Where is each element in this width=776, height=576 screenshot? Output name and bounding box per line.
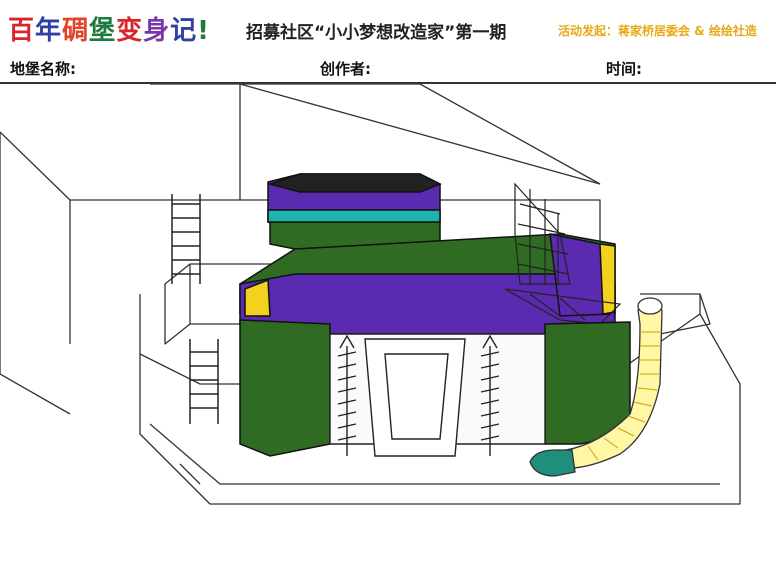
organizer: 活动发起：蒋家桥居委会 & 绘绘社造 bbox=[558, 24, 757, 38]
left-wall bbox=[0, 132, 71, 415]
brand-bang: ! bbox=[197, 16, 210, 46]
header: 百年碉堡变身记! 招募社区“小小梦想改造家”第一期 活动发起：蒋家桥居委会 & … bbox=[0, 0, 776, 52]
brand-char: 碉 bbox=[62, 16, 90, 46]
left-block bbox=[239, 319, 331, 457]
tube-slide bbox=[529, 297, 663, 477]
middle-section bbox=[239, 233, 616, 335]
time-label: 时间: bbox=[606, 60, 642, 78]
ladder-bottom bbox=[189, 339, 219, 424]
brand-title: 百年碉堡变身记! bbox=[8, 10, 210, 47]
platform-inner bbox=[149, 423, 720, 485]
bunker-drawing bbox=[0, 84, 741, 505]
brand-char: 记 bbox=[170, 16, 198, 46]
brand-char: 堡 bbox=[89, 16, 117, 46]
brand-char: 变 bbox=[116, 16, 144, 46]
author-label: 创作者: bbox=[320, 60, 371, 78]
base-platform bbox=[139, 294, 741, 505]
form-fields: 地堡名称: 创作者: 时间: bbox=[0, 56, 776, 84]
ladder-top bbox=[171, 194, 201, 284]
spiral-pole-right bbox=[480, 334, 500, 456]
doorway bbox=[329, 333, 546, 457]
brand-char: 年 bbox=[35, 16, 63, 46]
spiral-pole-left bbox=[337, 334, 357, 456]
bunker-name-label: 地堡名称: bbox=[10, 60, 76, 78]
brand-char: 百 bbox=[8, 16, 36, 46]
top-turret bbox=[267, 173, 442, 251]
roof-line bbox=[150, 84, 601, 185]
brand-char: 身 bbox=[143, 16, 171, 46]
subtitle: 招募社区“小小梦想改造家”第一期 bbox=[246, 23, 507, 43]
